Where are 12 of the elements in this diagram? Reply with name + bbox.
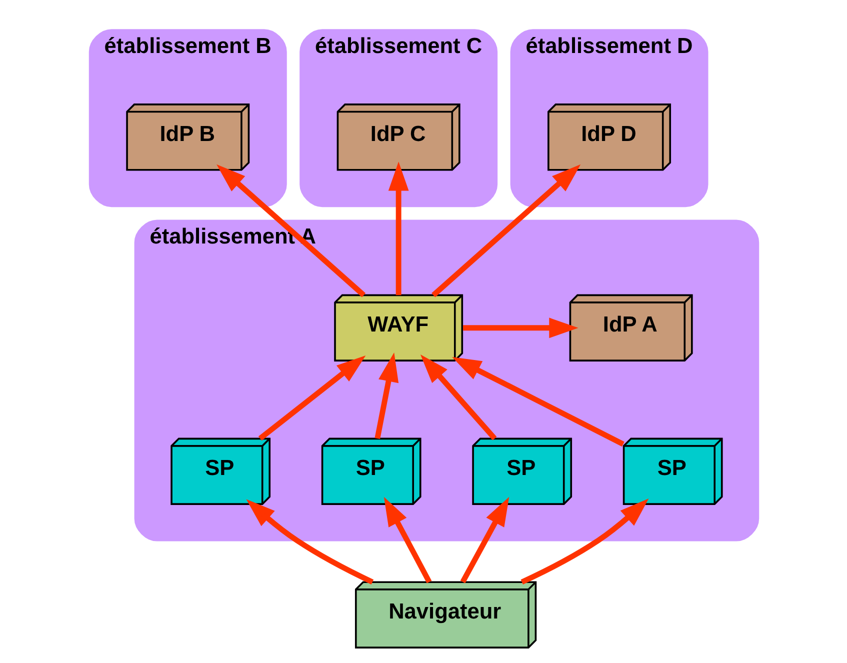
arrow	[258, 356, 366, 441]
arrow	[388, 162, 408, 296]
arrow	[520, 498, 648, 585]
arrow	[246, 499, 374, 584]
arrow	[460, 496, 509, 584]
arrow	[462, 318, 578, 338]
arrow	[452, 356, 624, 447]
arrow	[383, 496, 432, 584]
arrow	[431, 164, 580, 298]
arrow	[374, 352, 398, 440]
arrow	[216, 164, 366, 298]
arrow	[420, 354, 496, 440]
